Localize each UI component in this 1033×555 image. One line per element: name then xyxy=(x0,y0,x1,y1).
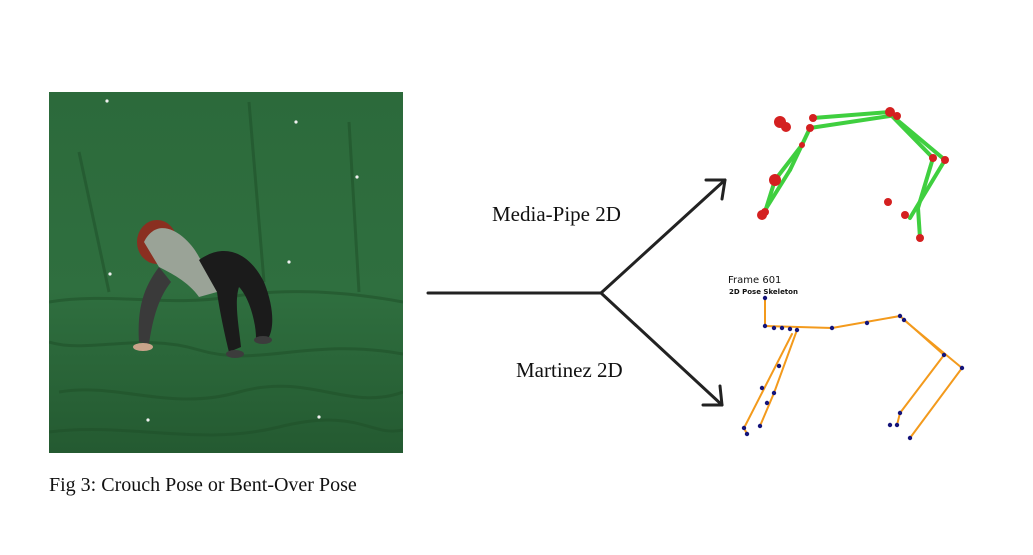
figure-caption: Fig 3: Crouch Pose or Bent-Over Pose xyxy=(49,474,357,496)
greenscreen-photo xyxy=(49,92,403,453)
martinez-label: Martinez 2D xyxy=(516,358,623,382)
mediapipe-skeleton xyxy=(757,107,949,242)
skeleton-subtitle: 2D Pose Skeleton xyxy=(729,288,798,296)
mediapipe-label: Media-Pipe 2D xyxy=(492,202,621,226)
frame-label: Frame 601 xyxy=(728,275,782,286)
martinez-skeleton xyxy=(741,295,965,441)
